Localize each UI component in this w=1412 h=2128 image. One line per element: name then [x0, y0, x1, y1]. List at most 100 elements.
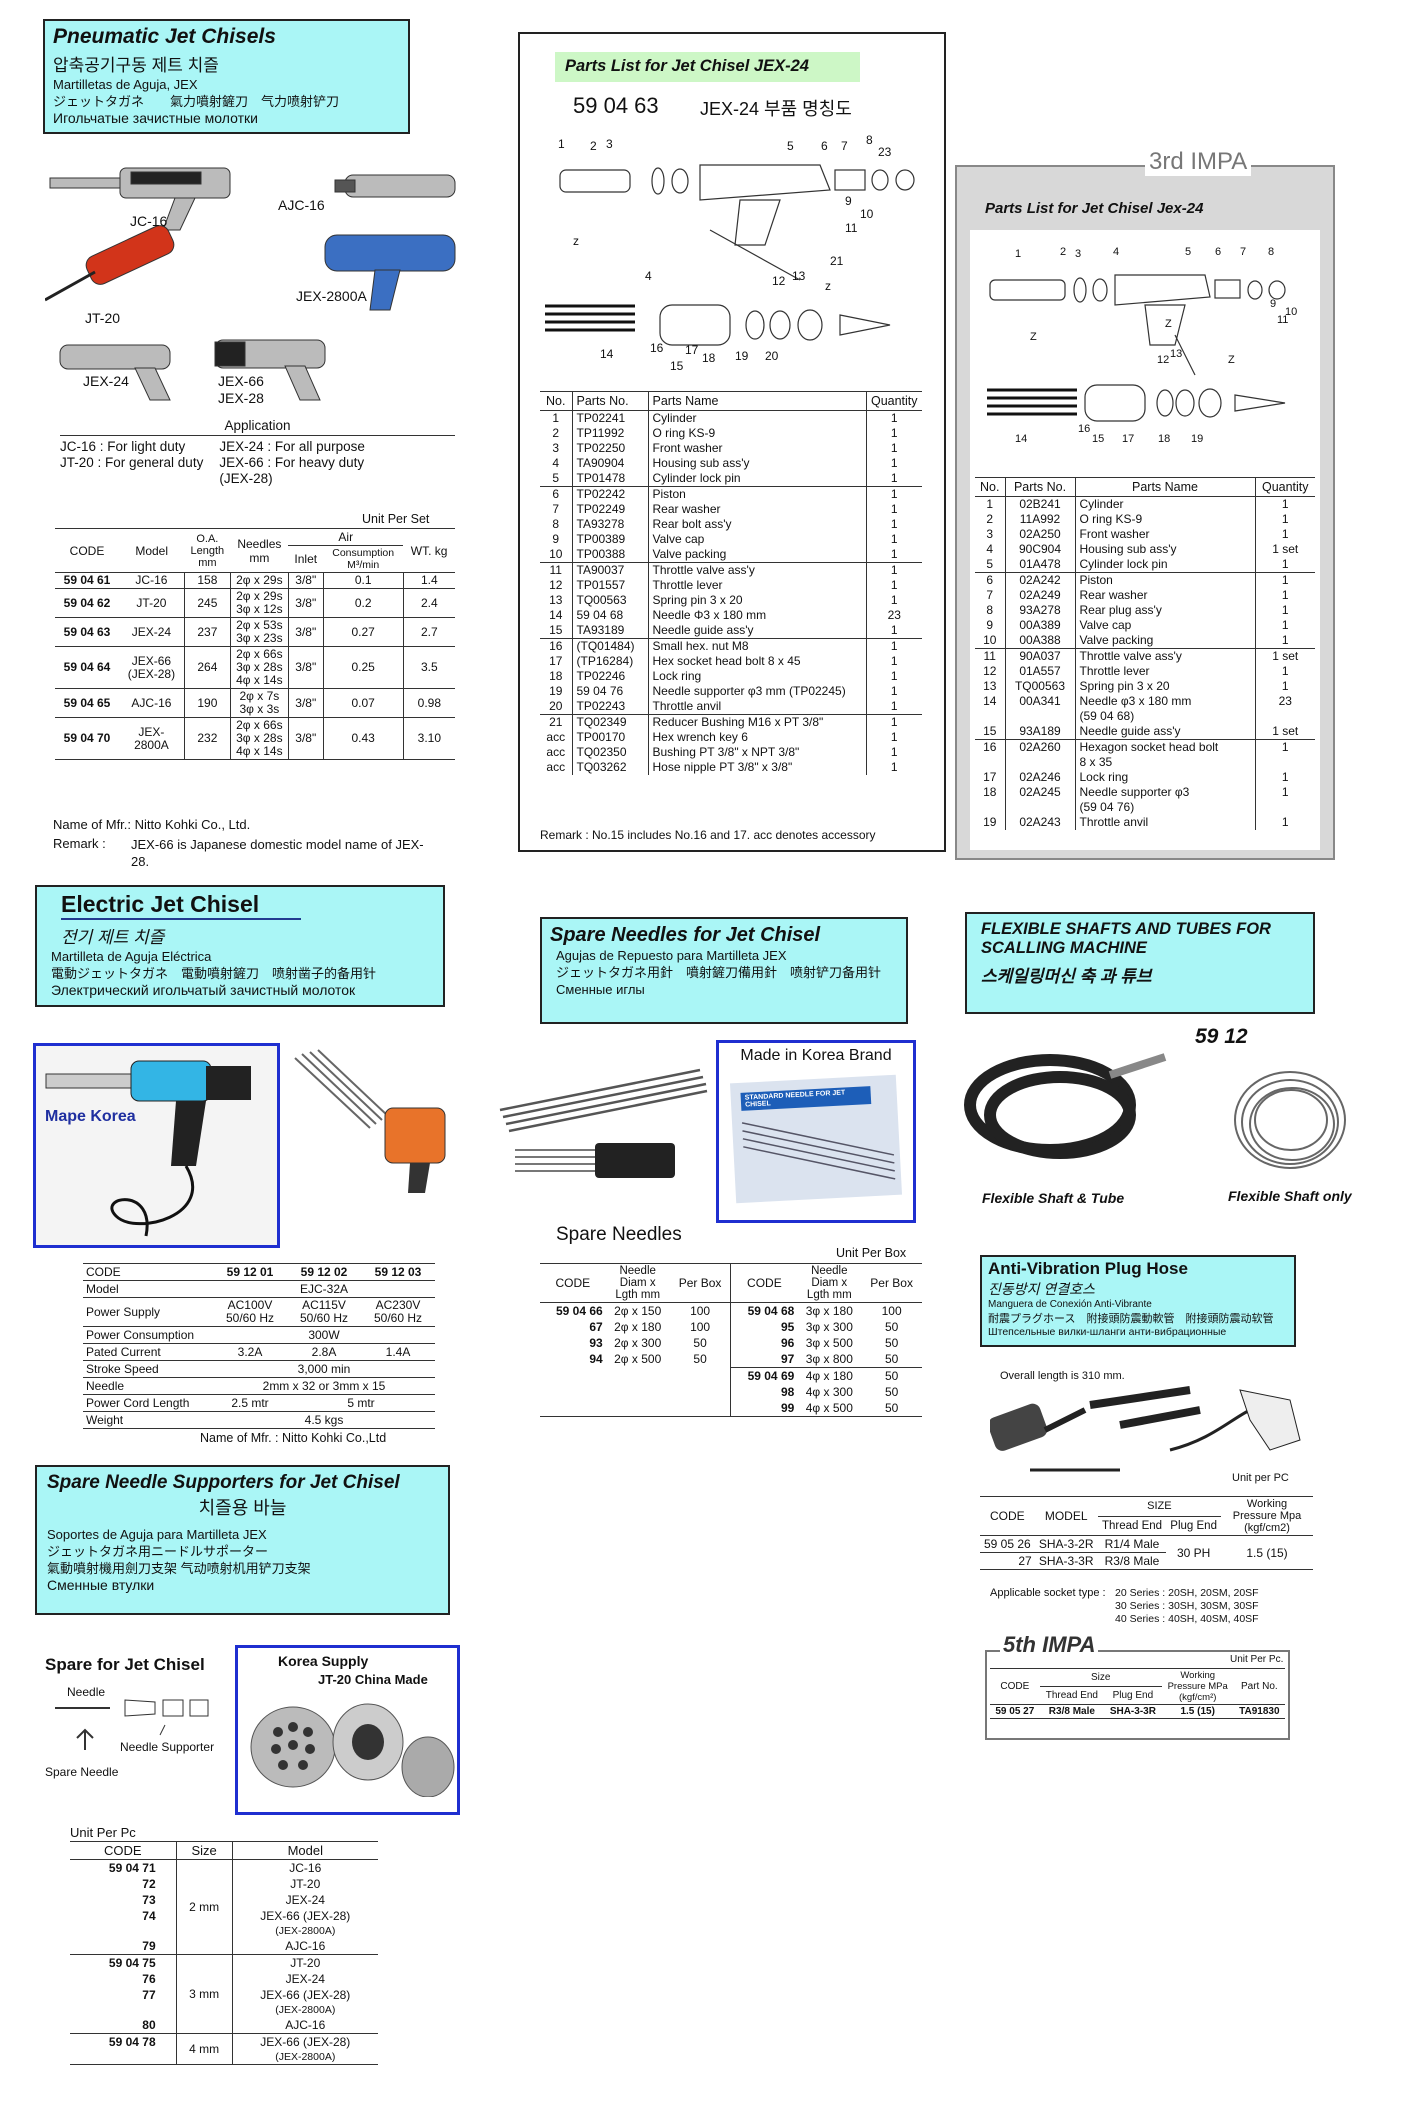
supporters-title: Spare Needle Supporters for Jet Chisel [47, 1472, 400, 1493]
i5-th-thread: Thread End [1045, 1690, 1098, 1701]
table-cell: 15 [549, 623, 563, 637]
callout-label: 17 [685, 343, 699, 357]
flex-title-1: FLEXIBLE SHAFTS AND TUBES FOR [981, 920, 1271, 938]
callout-label: 9 [845, 194, 852, 208]
table-cell: 3/8" [287, 717, 324, 760]
table-cell: 2φ x 53s 3φ x 23s [229, 617, 289, 647]
table-cell: 6 [975, 572, 1005, 588]
callout-label: 1 [1015, 248, 1021, 260]
table-row: (JEX-2800A) [70, 2003, 378, 2017]
electric-sub-ko: 전기 제트 치즐 [61, 928, 165, 947]
table-cell: 59 04 71 [70, 1859, 177, 1876]
electric-sub-es: Martilleta de Aguja Eléctrica [51, 949, 212, 964]
table-cell: 2 [986, 512, 994, 526]
ajc16-tool [334, 174, 456, 198]
flex-caption-2: Flexible Shaft only [1228, 1188, 1352, 1204]
table-cell: (JEX-2800A) [231, 1924, 378, 1938]
table-cell: JEX-66 (JEX-28) [231, 1987, 378, 2003]
table-cell: Piston [1074, 572, 1255, 588]
p1-th-name: Parts Name [647, 391, 866, 411]
table-cell: 59 04 75 [70, 1954, 177, 1971]
callout-label: 18 [702, 351, 716, 365]
table-cell: 59 04 70 [63, 731, 111, 745]
table-cell: Housing sub ass'y [1074, 542, 1255, 557]
antivib-hose-image [990, 1386, 1301, 1472]
table-cell: 3/8" [287, 572, 324, 589]
table-cell: 1 set [1254, 648, 1315, 664]
table-cell: 2φ x 29s [229, 572, 289, 589]
spare-needles-caption: Spare Needles [556, 1224, 682, 1245]
table-cell: 50 [884, 1320, 899, 1334]
table-cell: 98 [730, 1384, 798, 1400]
table-cell: 1 [865, 517, 922, 532]
supporters-sub-jp: ジェットタガネ用ニードルサポーター [47, 1544, 269, 1559]
callout-label: 11 [845, 221, 858, 235]
table-cell: TA93189 [571, 623, 648, 639]
table-cell: acc [546, 730, 566, 744]
table-cell: 1 [865, 532, 922, 547]
table-cell: 50 [861, 1367, 922, 1384]
table-cell: TQ00563 [571, 593, 648, 608]
table-cell: 1.4 [402, 572, 455, 589]
table-cell: TQ02349 [571, 714, 648, 730]
table-cell: 1 [865, 638, 922, 654]
supporters-header: Spare Needle Supporters for Jet Chisel 치… [35, 1465, 450, 1615]
spare-needles-sub-ru: Сменные иглы [556, 982, 645, 997]
table-cell: 3/8" [287, 588, 324, 618]
table-cell: 59 04 78 [70, 2033, 177, 2050]
table-cell: 4.5 kgs [304, 1413, 344, 1427]
table-cell: 17 [983, 770, 997, 784]
i5-pressure: 1.5 (15) [1180, 1706, 1215, 1717]
table-cell [70, 1924, 176, 1938]
table-cell: JT-20 [231, 1876, 378, 1892]
table-cell: acc [546, 760, 566, 774]
jex2800a-tool [324, 234, 456, 311]
supporters-sub-ru: Сменные втулки [47, 1577, 155, 1593]
table-cell: 17 [549, 654, 563, 668]
table-cell: Throttle anvil [647, 699, 866, 715]
table-cell: 02A260 [1004, 739, 1075, 770]
pneumatic-mfr: Name of Mfr.: Nitto Kohki Co., Ltd. [53, 817, 251, 832]
sp-th-model: Model [231, 1841, 378, 1860]
table-cell: 2φ x 180 [614, 1320, 662, 1334]
table-cell: AC115V 50/60 Hz [299, 1298, 349, 1325]
table-cell: JC-16 [135, 573, 168, 587]
table-cell: 02B241 [1004, 496, 1075, 512]
table-cell: 1.4A [385, 1344, 411, 1359]
table-cell: Throttle valve ass'y [1074, 648, 1255, 664]
table-cell: acc [546, 745, 566, 759]
parts2-title: Parts List for Jet Chisel Jex-24 [985, 200, 1204, 217]
callout-label: 17 [1122, 433, 1134, 445]
table-cell: 79 [142, 1939, 156, 1953]
table-cell: JT-20 [136, 595, 167, 610]
table-cell: JEX-66 (JEX-28) [127, 653, 176, 681]
table-cell: Lock ring [647, 669, 866, 684]
table-cell: 02A250 [1004, 527, 1075, 542]
table-cell: Valve packing [1074, 633, 1255, 649]
table-cell: 02A243 [1004, 815, 1075, 830]
table-cell: Spring pin 3 x 20 [647, 593, 866, 608]
table-cell: 21 [540, 714, 572, 730]
table-cell: 3 [986, 527, 994, 541]
table-cell: 2φ x 300 [614, 1336, 662, 1350]
th-inlet: Inlet [294, 552, 318, 566]
supporters-photo [250, 1703, 455, 1798]
table-cell: Housing sub ass'y [647, 456, 866, 471]
callout-label: 4 [645, 269, 652, 283]
table-cell: 4 [986, 542, 994, 556]
table-cell: 11A992 [1004, 512, 1075, 527]
impa5-box [985, 1650, 1290, 1740]
